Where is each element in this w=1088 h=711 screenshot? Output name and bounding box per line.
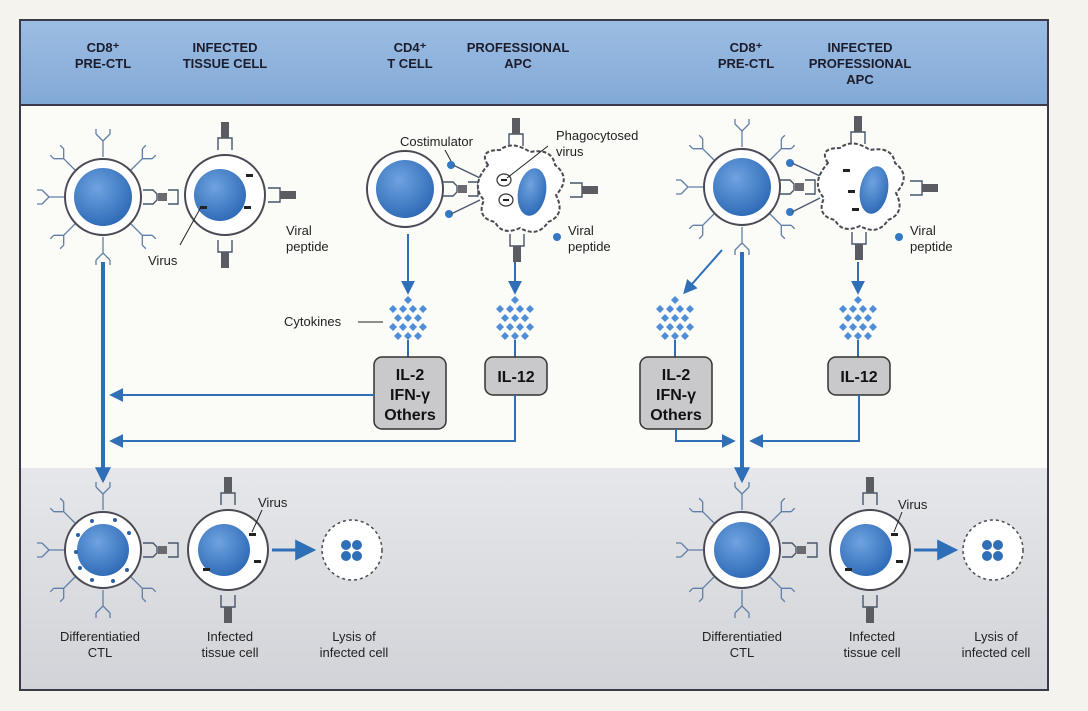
virus-label-bottom-left: Virus [258, 495, 288, 510]
differentiated-ctl-right-line2: CTL [730, 645, 755, 660]
header-mid-col1-line2: T CELL [387, 56, 433, 71]
viral-peptide-left-line1: Viral [286, 223, 312, 238]
viral-peptide-left-line2: peptide [286, 239, 329, 254]
phagocytosed-label-line2: virus [556, 144, 584, 159]
differentiated-ctl-left-line1: Differentiatied [60, 629, 140, 644]
infected-tissue-cell-left-line1: Infected [207, 629, 253, 644]
header-mid-col2-line1: PROFESSIONAL [467, 40, 570, 55]
lysed-cell-right [962, 519, 1024, 581]
infected-tissue-cell-bottom-right [829, 476, 911, 624]
infected-professional-apc [817, 115, 939, 261]
lysis-right-line1: Lysis of [974, 629, 1018, 644]
header-left-col1-line1: CD8⁺ [87, 40, 120, 55]
lysis-left-line2: infected cell [320, 645, 389, 660]
viral-peptide-mid-line2: peptide [568, 239, 611, 254]
arrow-il12-to-ctl-right [749, 395, 860, 448]
infected-tissue-cell-top-left [184, 121, 297, 269]
header-left-col2-line1: INFECTED [193, 40, 258, 55]
header-left-col1-line2: PRE-CTL [75, 56, 131, 71]
viral-peptide-right-line1: Viral [910, 223, 936, 238]
viral-peptide-dot-right [895, 233, 903, 241]
header-right-col2-line1: INFECTED [828, 40, 893, 55]
viral-peptide-dot-mid [553, 233, 561, 241]
arrow-il12-to-ctl-left [109, 395, 516, 448]
il2-box-right-line1: IL-2 [662, 367, 691, 384]
phagocytosed-label-line1: Phagocytosed [556, 128, 638, 143]
header-labels: CD8⁺ PRE-CTL INFECTED TISSUE CELL CD4⁺ T… [75, 40, 912, 87]
phagocytosed-pointer [506, 145, 549, 179]
cytokines-label: Cytokines [284, 314, 342, 329]
cd4-t-cell [366, 150, 444, 228]
differentiated-ctl-left [36, 481, 157, 619]
il12-box-mid-label: IL-12 [497, 369, 534, 386]
header-right-col2-line2: PROFESSIONAL [809, 56, 912, 71]
cd8-pre-ctl-right [675, 118, 796, 256]
virus-label-left: Virus [148, 253, 178, 268]
header-mid-col2-line2: APC [504, 56, 532, 71]
header-left-col2-line2: TISSUE CELL [183, 56, 268, 71]
il2-box-right-line2: IFN-γ [656, 387, 696, 404]
costimulator-label: Costimulator [400, 134, 474, 149]
header-mid-col1-line1: CD4⁺ [394, 40, 427, 55]
professional-apc [477, 117, 599, 263]
il2-box-right: IL-2 IFN-γ Others [639, 356, 713, 430]
il2-box-mid-line3: Others [384, 407, 436, 424]
il2-box-right-line3: Others [650, 407, 702, 424]
differentiated-ctl-right-line1: Differentiatied [702, 629, 782, 644]
il2-box-mid: IL-2 IFN-γ Others [373, 356, 447, 430]
lysed-cell-left [321, 519, 383, 581]
infected-tissue-cell-left-line2: tissue cell [201, 645, 258, 660]
il12-box-right: IL-12 [827, 356, 891, 396]
arrow-ctl-to-cytokines-right [683, 249, 723, 295]
cd8-pre-ctl-left [36, 128, 157, 266]
virus-pointer-left [179, 206, 202, 246]
differentiated-ctl-left-line2: CTL [88, 645, 113, 660]
differentiated-ctl-right [675, 481, 796, 619]
header-right-col1-line1: CD8⁺ [730, 40, 763, 55]
virus-label-bottom-right: Virus [898, 497, 928, 512]
viral-peptide-mid-line1: Viral [568, 223, 594, 238]
infected-tissue-cell-right-line1: Infected [849, 629, 895, 644]
infected-tissue-cell-bottom-left [187, 476, 269, 624]
header-band [21, 21, 1047, 105]
il12-box-mid: IL-12 [484, 356, 548, 396]
il12-box-right-label: IL-12 [840, 369, 877, 386]
lysis-left-line1: Lysis of [332, 629, 376, 644]
header-right-col2-line3: APC [846, 72, 874, 87]
header-right-col1-line2: PRE-CTL [718, 56, 774, 71]
lysis-right-line2: infected cell [962, 645, 1031, 660]
arrow-il2-to-ctl-right [675, 429, 736, 448]
il2-box-mid-line2: IFN-γ [390, 387, 430, 404]
viral-peptide-right-line2: peptide [910, 239, 953, 254]
infected-tissue-cell-right-line2: tissue cell [843, 645, 900, 660]
il2-box-mid-line1: IL-2 [396, 367, 425, 384]
